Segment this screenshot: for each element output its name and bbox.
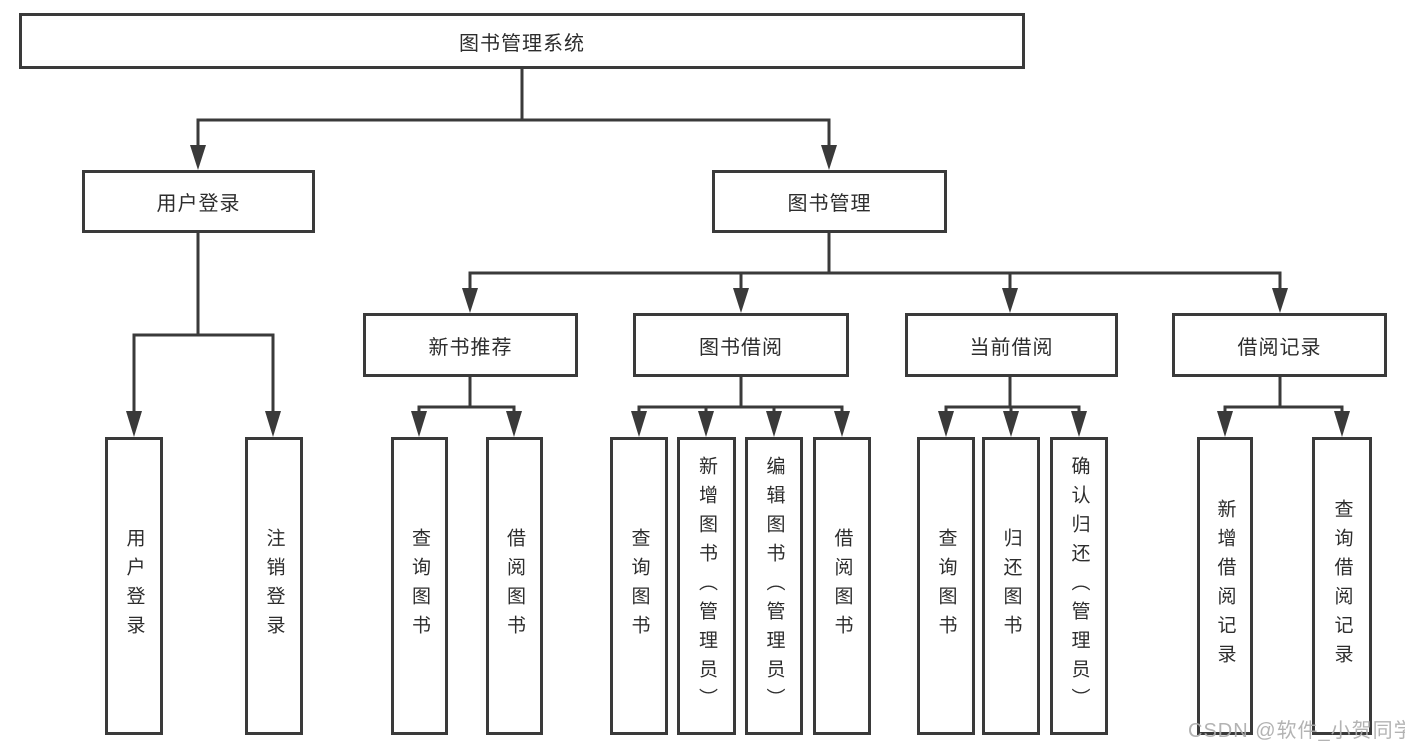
leaf-return-book: 归还图书 [982, 437, 1040, 735]
leaf-query-books-borrow: 查询图书 [610, 437, 668, 735]
leaf-edit-book-admin: 编辑图书（管理员） [745, 437, 803, 735]
node-user-login: 用户登录 [82, 170, 315, 233]
leaf-borrow-books-recommend: 借阅图书 [486, 437, 543, 735]
leaf-logout: 注销登录 [245, 437, 303, 735]
leaf-confirm-return-admin: 确认归还（管理员） [1050, 437, 1108, 735]
leaf-query-books-current: 查询图书 [917, 437, 975, 735]
leaf-user-login: 用户登录 [105, 437, 163, 735]
node-book-borrowing: 图书借阅 [633, 313, 849, 377]
leaf-query-books-recommend: 查询图书 [391, 437, 448, 735]
node-current-borrowing: 当前借阅 [905, 313, 1118, 377]
leaf-add-borrow-record: 新增借阅记录 [1197, 437, 1253, 735]
node-library-management-system: 图书管理系统 [19, 13, 1025, 69]
leaf-borrow-books: 借阅图书 [813, 437, 871, 735]
node-new-book-recommendation: 新书推荐 [363, 313, 578, 377]
csdn-watermark: CSDN @软件_小贺同学 [1188, 720, 1405, 742]
connector-arrowheads [126, 145, 1350, 437]
leaf-add-book-admin: 新增图书（管理员） [677, 437, 736, 735]
connector-stems [132, 69, 1344, 415]
node-borrowing-records: 借阅记录 [1172, 313, 1387, 377]
node-book-management: 图书管理 [712, 170, 947, 233]
leaf-query-borrow-record: 查询借阅记录 [1312, 437, 1372, 735]
